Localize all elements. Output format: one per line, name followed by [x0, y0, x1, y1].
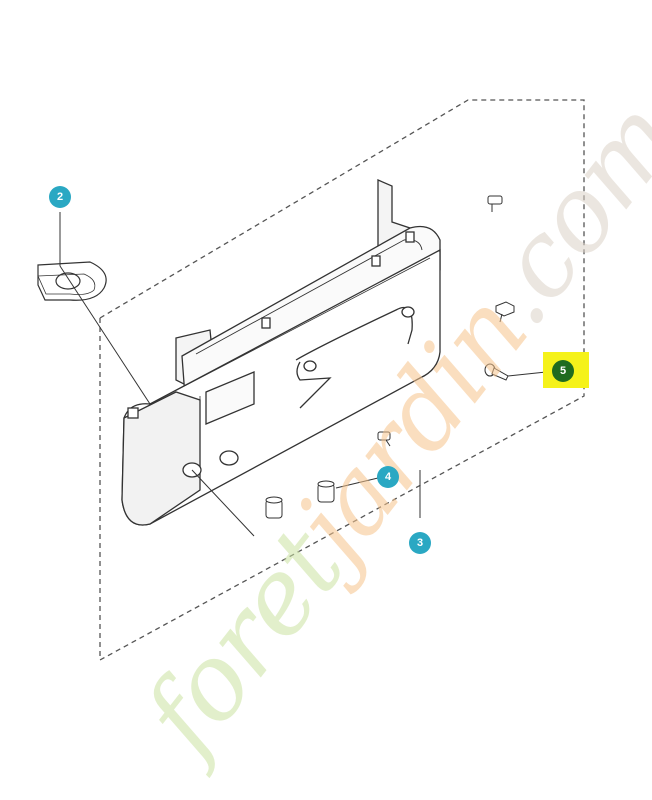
- callout-2[interactable]: 2: [49, 186, 71, 208]
- gasket: [37, 261, 107, 301]
- muffler-cover: [121, 179, 441, 526]
- screw-lower: [377, 431, 391, 447]
- spacer-item-4: [317, 480, 335, 503]
- callout-3[interactable]: 3: [409, 532, 431, 554]
- callout-4[interactable]: 4: [377, 466, 399, 488]
- bolt-item-5: [484, 363, 509, 381]
- spacer-lower: [265, 496, 283, 519]
- screw-mid: [495, 301, 515, 323]
- leader-lines: [59, 212, 547, 537]
- callout-5[interactable]: 5: [552, 360, 574, 382]
- screw-top: [487, 195, 503, 212]
